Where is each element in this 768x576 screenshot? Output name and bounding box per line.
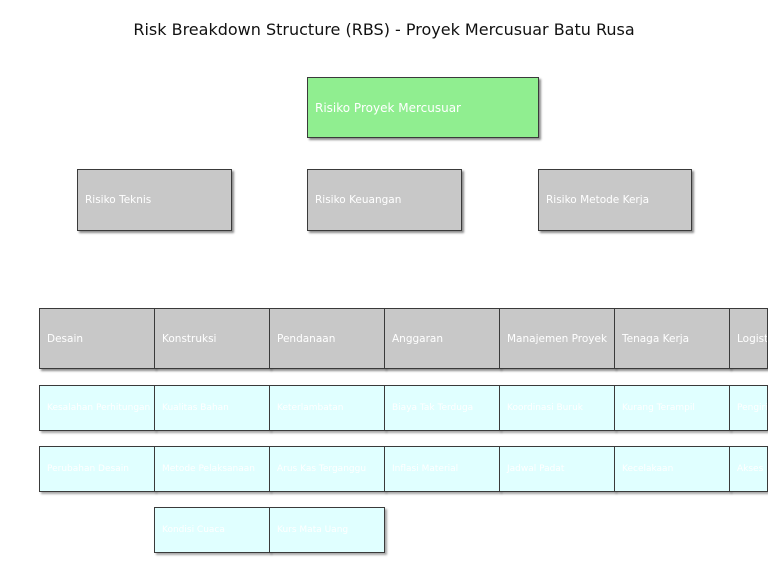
subcategory-node-manajemen-proyek: Manajemen Proyek (499, 308, 615, 369)
item-node: Akses Lokasi (729, 446, 768, 492)
item-node: Kurs Mata Uang (269, 507, 385, 553)
root-node: Risiko Proyek Mercusuar (307, 77, 539, 138)
item-node: Keterlambatan (269, 385, 385, 431)
item-node: Jadwal Padat (499, 446, 615, 492)
subcategory-node-tenaga-kerja: Tenaga Kerja (614, 308, 730, 369)
category-node-keuangan: Risiko Keuangan (307, 169, 462, 231)
subcategory-node-logistik: Logistik (729, 308, 768, 369)
item-node: Perubahan Desain (39, 446, 155, 492)
subcategory-node-pendanaan: Pendanaan (269, 308, 385, 369)
subcategory-node-anggaran: Anggaran (384, 308, 500, 369)
item-node: Biaya Tak Terduga (384, 385, 500, 431)
item-node: Kurang Terampil (614, 385, 730, 431)
subcategory-node-desain: Desain (39, 308, 155, 369)
item-node: Kondisi Cuaca (154, 507, 270, 553)
subcategory-node-konstruksi: Konstruksi (154, 308, 270, 369)
category-node-metode-kerja: Risiko Metode Kerja (538, 169, 692, 231)
item-node: Arus Kas Terganggu (269, 446, 385, 492)
item-node: Koordinasi Buruk (499, 385, 615, 431)
category-node-teknis: Risiko Teknis (77, 169, 232, 231)
item-node: Metode Pelaksanaan (154, 446, 270, 492)
page-title: Risk Breakdown Structure (RBS) - Proyek … (133, 20, 635, 39)
item-node: Kesalahan Perhitungan (39, 385, 155, 431)
item-node: Kualitas Bahan (154, 385, 270, 431)
item-node: Pengiriman (729, 385, 768, 431)
item-node: Inflasi Material (384, 446, 500, 492)
item-node: Kecelakaan (614, 446, 730, 492)
